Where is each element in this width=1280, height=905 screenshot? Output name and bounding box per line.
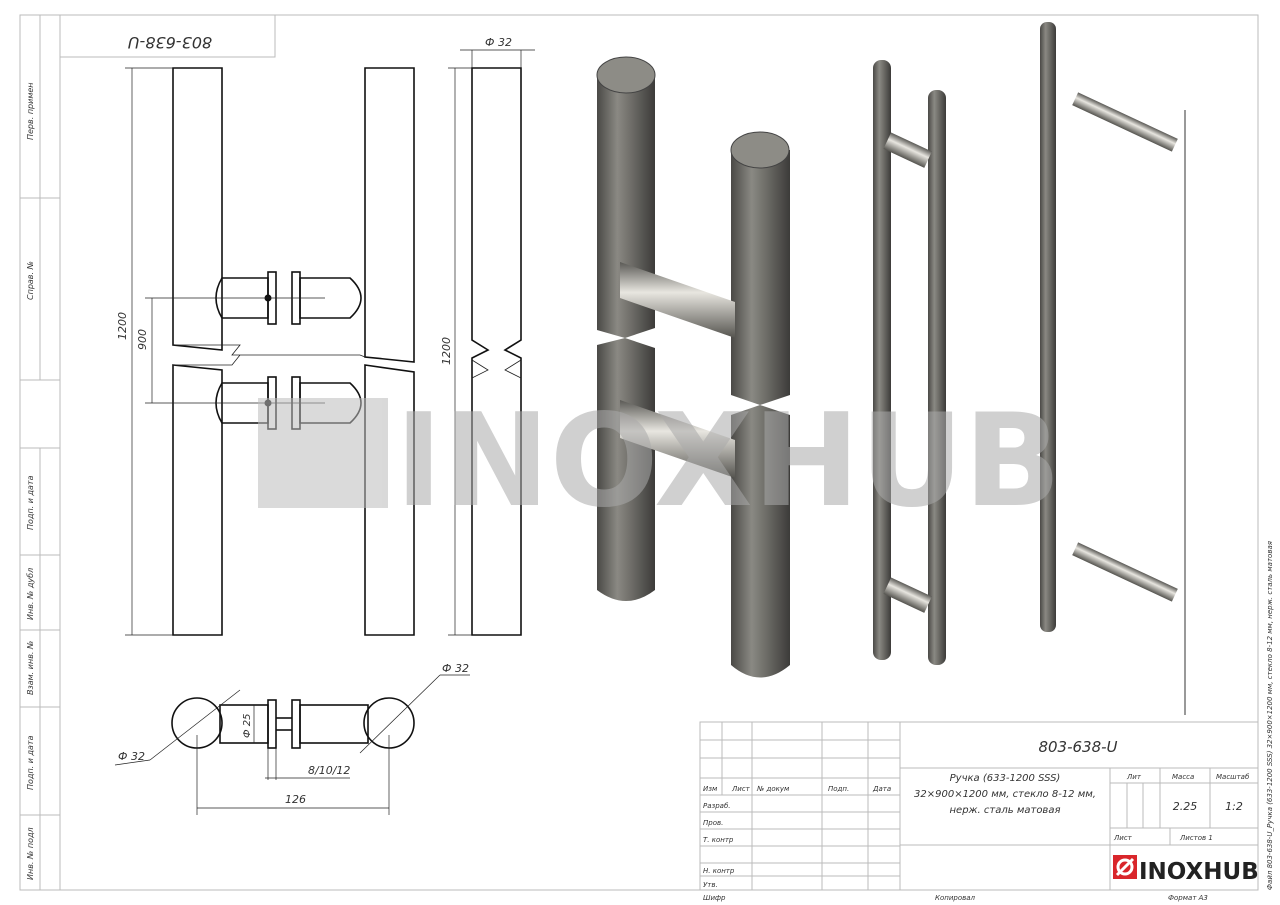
header-date: Дата [872, 785, 891, 793]
dim-height-side: 1200 [440, 337, 453, 365]
drawing-number: 803-638-U [1038, 738, 1117, 756]
sidebar-label: Взам. инв. № [26, 641, 35, 695]
sheets-label: Листов 1 [1179, 834, 1213, 842]
mirrored-drawing-number: 803-638-U [128, 33, 213, 52]
header-sign: Подп. [828, 785, 849, 793]
watermark-text: INOXHUB [395, 387, 1061, 536]
dim-length: 126 [285, 793, 306, 806]
role-label: Утв. [703, 881, 718, 889]
sidebar-labels: Перв. примен Справ. № Подп. и дата Инв. … [26, 82, 35, 880]
header-list: Лист [731, 785, 751, 793]
top-view: Ф 32 Ф 32 Ф 25 8/10/12 126 [114, 662, 470, 815]
sidebar-label: Подп. и дата [26, 735, 35, 790]
role-label: Пров. [703, 819, 723, 827]
header-doc: № докум [756, 785, 790, 793]
watermark: INOXHUB [258, 387, 1061, 536]
description-line: Ручка (633-1200 SSS) [950, 773, 1061, 784]
dim-spacing: 900 [136, 329, 149, 350]
sidebar-label: Подп. и дата [26, 475, 35, 530]
outer-frame [19, 14, 1259, 891]
title-block: Изм Лист № докум Подп. Дата Разраб. Пров… [699, 721, 1259, 902]
sheet-label: Лист [1113, 834, 1133, 842]
role-label: Т. контр [703, 836, 734, 844]
side-file-note: Файл 803-638-U_Ручка (633-1200 SSS) 32×9… [1266, 541, 1274, 890]
mass-label: Масса [1172, 773, 1194, 781]
sidebar-label: Справ. № [26, 261, 35, 300]
dim-diameter-left: Ф 32 [118, 750, 145, 763]
cipher-label: Шифр [703, 894, 726, 902]
role-label: Н. контр [703, 867, 735, 875]
inoxhub-logo: INOXHUB [1113, 855, 1259, 885]
format-label: Формат А3 [1168, 894, 1208, 902]
sidebar-label: Перв. примен [26, 82, 35, 140]
lit-label: Лит [1126, 773, 1142, 781]
front-view: 1200 900 [116, 67, 415, 636]
role-label: Разраб. [703, 802, 731, 810]
header-izm: Изм [703, 785, 718, 793]
isometric-render [596, 56, 790, 678]
sidebar-label: Инв. № дубл [26, 568, 35, 620]
dim-diameter-25: Ф 25 [242, 713, 253, 738]
side-render [873, 22, 1186, 715]
description-line: нерж. сталь матовая [950, 805, 1061, 816]
sidebar-label: Инв. № подл [26, 827, 35, 880]
dim-glass: 8/10/12 [308, 764, 350, 777]
dim-diameter-top: Ф 32 [485, 36, 512, 49]
scale-label: Масштаб [1216, 773, 1250, 781]
scale-value: 1:2 [1225, 800, 1243, 813]
side-view: Ф 32 1200 [440, 36, 535, 636]
mass-value: 2.25 [1173, 800, 1198, 813]
logo-text: INOXHUB [1139, 859, 1259, 885]
description-line: 32×900×1200 мм, стекло 8-12 мм, [914, 789, 1096, 800]
copied-label: Копировал [935, 894, 976, 902]
dim-height: 1200 [116, 312, 129, 340]
dim-diameter-right: Ф 32 [442, 662, 469, 675]
